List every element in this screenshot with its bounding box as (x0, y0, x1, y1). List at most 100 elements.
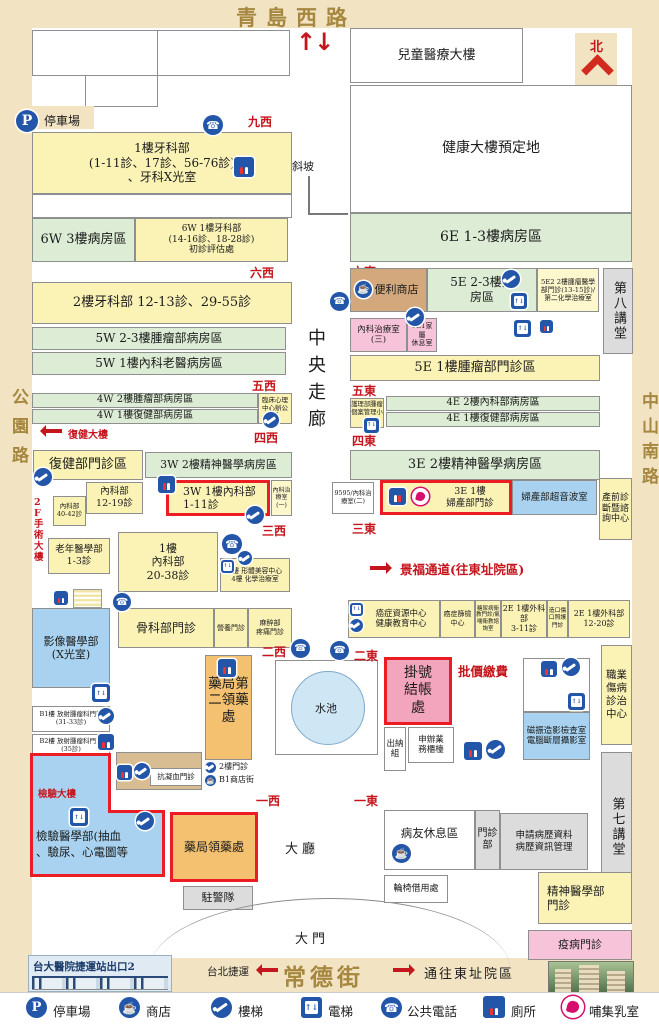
stairs-icon (406, 308, 424, 326)
block-2e-311: 2E 1樓外科部 3-11診 (501, 600, 547, 638)
gate-label: 大門 (295, 932, 330, 947)
train-graphic (32, 976, 168, 990)
toilet-icon (234, 157, 254, 177)
block-children-hospital: 兒童醫療大樓 (350, 28, 523, 83)
compass-north-label: 北 (590, 40, 604, 55)
marker-2w: 二西 (262, 645, 287, 659)
block-diabetes-edu: 糖尿病衛教門診/氣喘衛教諮詢室 (475, 600, 501, 638)
block-epidemic: 疫病門診 (528, 930, 632, 960)
phone-icon: ☎ (203, 115, 223, 135)
block-med-tx3: 內科治療室 (三) (350, 318, 407, 352)
block-2e-1220: 2E 1樓外科部 12-20診 (568, 600, 630, 638)
toilet-icon (389, 488, 406, 505)
block-health-site: 健康大樓預定地 (350, 85, 632, 213)
block-stoma: 造口傷口照護門診 (547, 600, 568, 638)
stairs-icon (263, 412, 279, 428)
phone-icon: ☎ (330, 292, 349, 311)
elevator-icon: ↑↓ (514, 320, 531, 337)
gate-arc (150, 898, 510, 969)
building-outline (85, 75, 158, 107)
east-campus-label: 通往東址院區 (424, 967, 515, 982)
toilet-icon (540, 320, 553, 333)
road-gongyuan: 公園路 (8, 388, 28, 475)
block-cashier: 出納組 (384, 727, 406, 771)
elevator-icon: ↑↓ (70, 808, 88, 826)
marker-5e: 五東 (352, 384, 377, 398)
toilet-icon (218, 659, 236, 677)
block-med-2038: 1樓 內科部 20-38診 (118, 532, 218, 592)
elevator-icon: ↑↓ (568, 693, 585, 710)
block-anticoag: 抗凝血門診 (150, 768, 202, 786)
block-cancer-screen: 癌症篩檢中心 (440, 600, 475, 638)
block-6w-ward: 6W 3樓病房區 (32, 218, 135, 262)
marker-3e: 三東 (352, 522, 377, 536)
elevator-icon: ↑↓ (301, 997, 322, 1018)
block-hall8: 第八講堂 (603, 268, 633, 354)
block-occupational: 職業傷病診治中心 (601, 645, 632, 745)
phone-icon: ☎ (113, 593, 131, 611)
lab-label: 檢驗醫學部(抽血 、驗尿、心電圖等 (36, 829, 128, 859)
small-sign (73, 589, 102, 608)
stairs-icon (238, 551, 252, 565)
block-3w-2: 3W 2樓精神醫學病房區 (145, 452, 292, 478)
legend-phone: 公共電話 (407, 1004, 458, 1019)
block-5e2-clinic: 5E2 2樓腫瘤醫學部門診(13-15診)/第二化學治療室 (537, 268, 599, 312)
block-3e1-obgyn-highlight: 3E 1樓 婦產部門診 (380, 480, 512, 515)
marker-2e: 二東 (354, 649, 379, 663)
stairs-icon (205, 762, 216, 773)
rehab-arrow-label: 復健大樓 (68, 430, 108, 441)
block-dental-2f: 2樓牙科部 12-13診、29-55診 (32, 282, 292, 324)
stairs-icon (134, 763, 150, 779)
legend-band (0, 992, 659, 1024)
east-campus-arrow-icon (393, 964, 415, 976)
block-4w-2: 4W 2樓腫瘤部病房區 (32, 393, 258, 408)
block-med-tx1: 內科治療室(一) (271, 480, 292, 516)
pond-label: 水池 (315, 702, 337, 715)
two-way-arrow-icon: ↑↓ (296, 28, 334, 56)
road-qingdao-w: 青島西路 (236, 5, 356, 30)
stairs-icon (211, 997, 232, 1018)
pay-label: 批價繳費 (458, 664, 509, 679)
building-outline (157, 30, 290, 76)
phone-icon: ☎ (381, 997, 402, 1018)
toilet-icon (117, 765, 132, 780)
jingfu-arrow-icon (370, 562, 392, 574)
pond-circle (291, 671, 365, 745)
block-dental-1f: 1樓牙科部 (1-11診、17診、56-76診) 、牙科X光室 (32, 132, 292, 194)
block-prenatal: 產前診斷暨諮詢中心 (599, 478, 632, 540)
slope-label: 斜坡 (292, 160, 314, 173)
marker-4w: 四西 (254, 431, 279, 445)
block-anesthesia: 麻醉部 疼痛門診 (248, 608, 292, 648)
mrt-label: 台北捷運 (207, 966, 249, 978)
block-5w-23: 5W 2-3樓腫瘤部病房區 (32, 327, 286, 350)
elevator-icon: ↑↓ (364, 418, 379, 433)
block-6w-dental: 6W 1樓牙科部 (14-16診、18-28診) 初診評估處 (135, 218, 288, 262)
road-zhongshan-s: 中山南路 (638, 392, 658, 492)
stairs-icon (246, 506, 264, 524)
surgery-bldg-label: 2F手術大樓 (34, 497, 44, 563)
block-4e-2: 4E 2樓內科部病房區 (386, 396, 600, 411)
stairs-icon (486, 740, 505, 759)
block-med-1219: 內科部 12-19診 (86, 482, 143, 514)
stairs-icon (34, 468, 52, 486)
block-registration-highlight: 掛號 結帳 處 (384, 657, 452, 725)
marker-9w: 九西 (248, 115, 273, 129)
shop-icon: ☕ (355, 281, 372, 298)
elevator-icon: ↑↓ (92, 684, 110, 702)
floor2-clinic-label: 2樓門診 (219, 762, 249, 771)
lab-bldg-label: 檢驗大樓 (38, 789, 77, 800)
rehab-arrow-icon (40, 425, 62, 437)
legend-parking: 停車場 (53, 1004, 91, 1019)
phone-icon: ☎ (291, 639, 310, 658)
block-nutrition: 營養門診 (214, 608, 248, 648)
marker-4e: 四東 (352, 434, 377, 448)
north-arrow-icon (581, 54, 614, 87)
block-cancer-resource: 癌症資源中心 健康教育中心 (348, 600, 440, 638)
marker-1w: 一西 (256, 794, 281, 808)
lobby-label: 大廳 (285, 842, 320, 857)
marker-3w: 三西 (262, 524, 287, 538)
block-4e-1: 4E 1樓復健部病房區 (386, 412, 600, 427)
elevator-icon: ↑↓ (511, 293, 527, 309)
block-3w-1-highlight: 3W 1樓內科部 1-11診 (166, 480, 270, 516)
